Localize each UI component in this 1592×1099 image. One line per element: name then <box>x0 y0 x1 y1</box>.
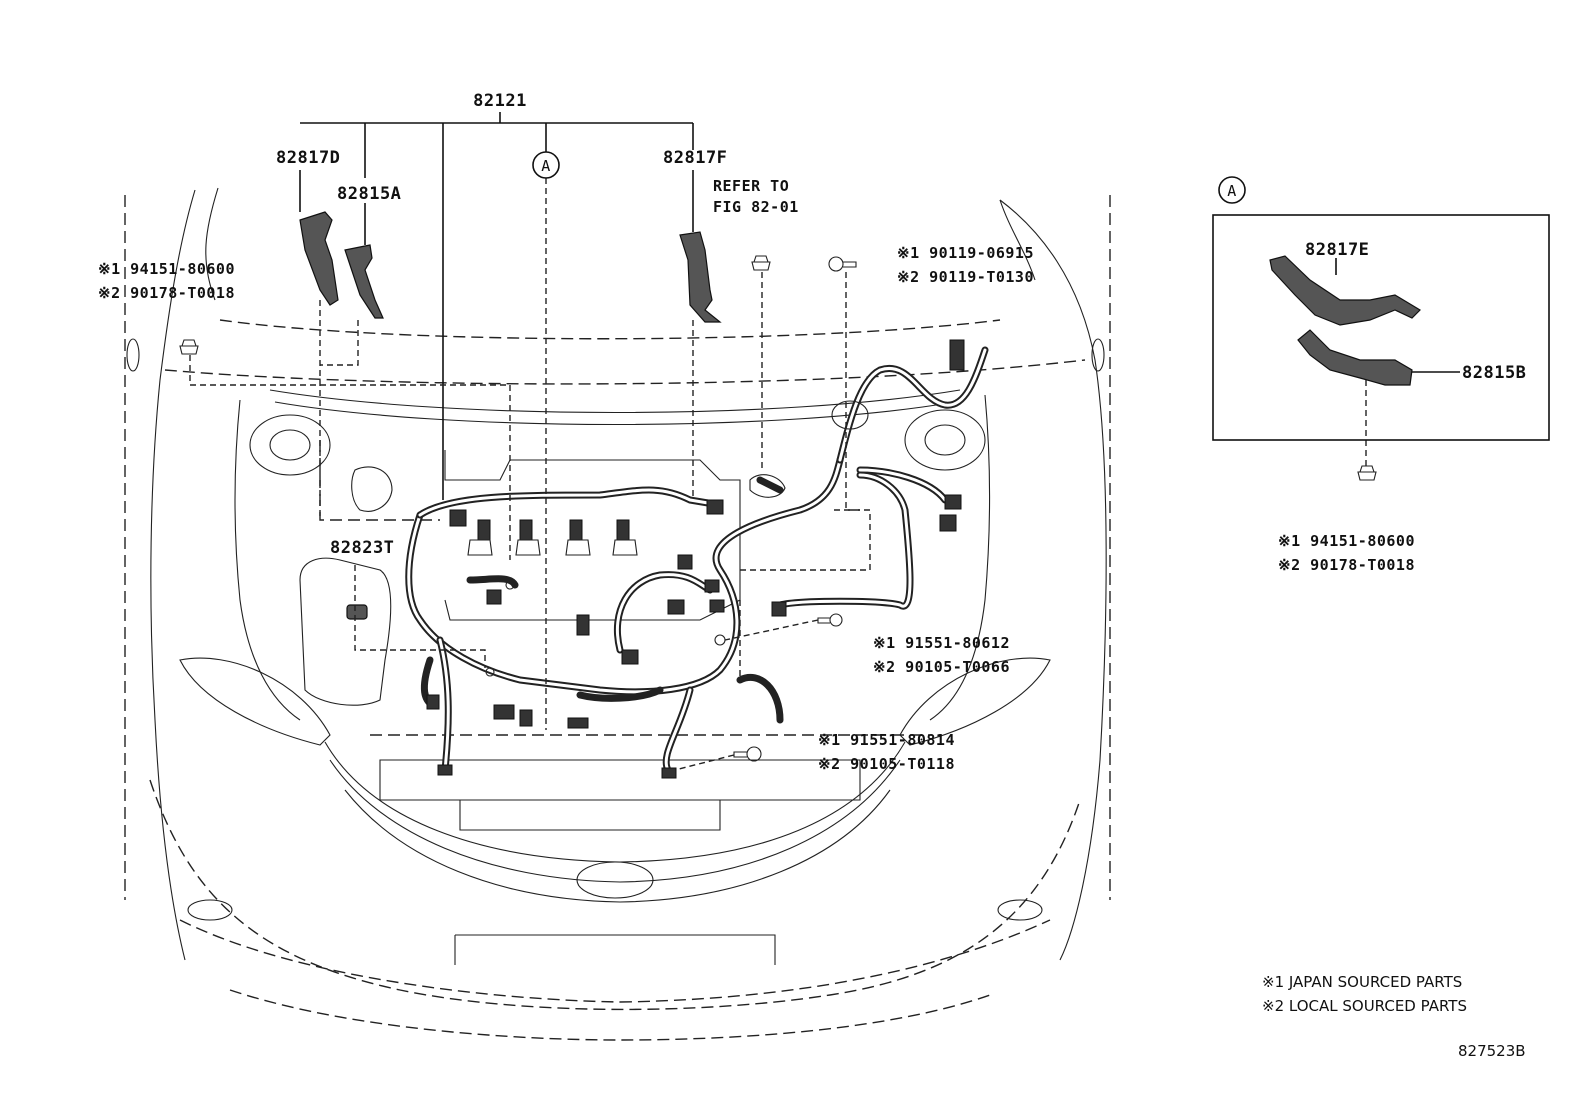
refer-clip-icon <box>751 255 771 271</box>
fastener-mid-p1: ※1 91551-80612 <box>873 634 1010 652</box>
inset-detail-a <box>1212 214 1550 441</box>
label-82817f: 82817F <box>663 148 727 168</box>
bracket-82817f-shape <box>679 231 722 323</box>
clip-left-icon <box>179 339 199 355</box>
fastener-mid-p2: ※2 90105-T0066 <box>873 658 1010 676</box>
fastener-left-p1: ※1 94151-80600 <box>98 260 235 278</box>
fastener-inset-p2: ※2 90178-T0018 <box>1278 556 1415 574</box>
legend-note-2: ※2 LOCAL SOURCED PARTS <box>1262 997 1467 1015</box>
bracket-82815a-shape <box>344 244 384 319</box>
fastener-top-p1: ※1 90119-06915 <box>897 244 1034 262</box>
refer-line1: REFER TO <box>713 177 789 195</box>
label-82815a: 82815A <box>337 184 401 204</box>
label-82817d: 82817D <box>276 148 340 168</box>
callout-a: A <box>532 151 560 179</box>
svg-text:A: A <box>1227 182 1237 200</box>
bolt-top-icon <box>828 256 857 272</box>
clip-inset-icon <box>1357 465 1377 481</box>
fastener-low-p1: ※1 91551-80814 <box>818 731 955 749</box>
car-body-outline <box>124 187 1111 1041</box>
figure-id: 827523B <box>1458 1042 1526 1060</box>
fastener-left-p2: ※2 90178-T0018 <box>98 284 235 302</box>
bolt-low-icon <box>733 746 762 762</box>
fastener-low-p2: ※2 90105-T0118 <box>818 755 955 773</box>
bolt-mid-icon <box>817 613 843 627</box>
label-82817e: 82817E <box>1305 240 1369 260</box>
harness-connectors <box>346 339 965 779</box>
bracket-82817d-shape <box>299 211 339 306</box>
svg-text:A: A <box>541 157 551 175</box>
refer-line2: FIG 82-01 <box>713 198 799 216</box>
fastener-inset-p1: ※1 94151-80600 <box>1278 532 1415 550</box>
engine-wire-harness <box>405 346 989 774</box>
callout-a-inset: A <box>1218 176 1246 204</box>
label-82823t: 82823T <box>330 538 394 558</box>
fastener-top-p2: ※2 90119-T0130 <box>897 268 1034 286</box>
leader-lines <box>189 112 1460 771</box>
legend-note-1: ※1 JAPAN SOURCED PARTS <box>1262 973 1462 991</box>
label-82815b: 82815B <box>1462 363 1526 383</box>
label-82121: 82121 <box>473 91 527 111</box>
part-labels: 82121 82817D 82815A 82817F 82823T 82817E… <box>98 91 1526 1060</box>
